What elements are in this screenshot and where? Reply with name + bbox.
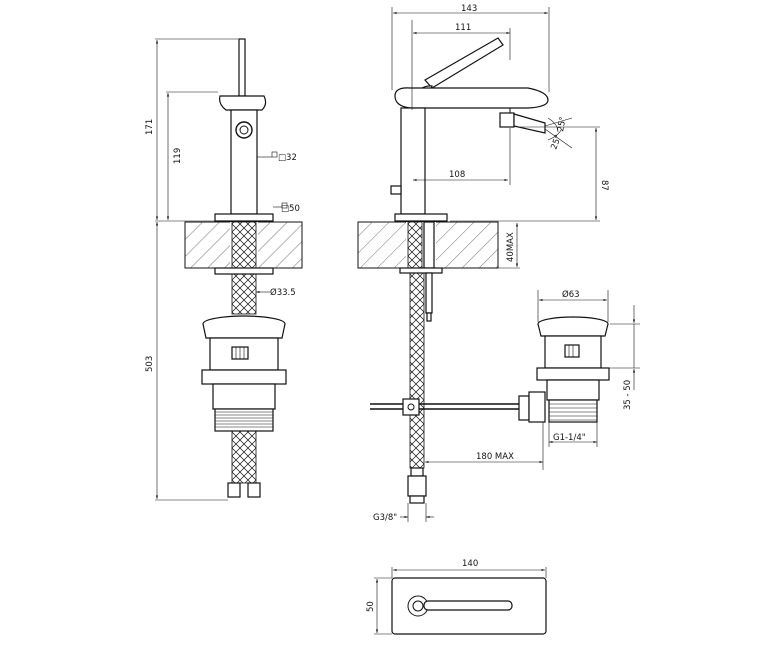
dim-overall-height: 503 — [145, 356, 155, 372]
dim-angle-a: 25° — [556, 116, 568, 133]
front-lever — [238, 38, 246, 97]
side-lever — [424, 37, 504, 89]
waste-view: Ø63 35 - 50 G1-1/4" — [536, 289, 640, 447]
front-nut-right — [247, 482, 261, 498]
dim-square-50: □50 — [281, 204, 300, 214]
side-nozzle — [499, 112, 515, 128]
dim-waste-diameter: Ø63 — [562, 289, 580, 300]
side-body — [400, 107, 426, 215]
dim-deck-40max: 40MAX — [506, 232, 516, 262]
front-body — [230, 109, 258, 215]
top-view: 140 50 — [366, 559, 547, 635]
dim-total-height: 171 — [145, 119, 155, 135]
side-spout — [394, 87, 549, 109]
dim-body-height: 119 — [173, 148, 183, 164]
dim-inlet-g3-8: G3/8" — [373, 513, 397, 523]
front-hose-upper — [231, 273, 257, 315]
front-view: 171 503 119 □32 □50 Ø33.5 — [145, 38, 303, 501]
dim-width-143: 143 — [461, 4, 477, 14]
front-nut-left — [227, 482, 241, 498]
side-inlet-nut — [407, 475, 427, 497]
front-base — [214, 213, 274, 222]
front-outlet-ring — [235, 121, 253, 139]
waste-thread — [548, 399, 598, 423]
front-handle-head — [219, 95, 267, 111]
dim-spout-111: 111 — [455, 23, 471, 33]
dim-waste-height: 35 - 50 — [623, 380, 633, 410]
dim-square-32: □32 — [278, 153, 297, 163]
dim-top-length: 140 — [462, 559, 478, 569]
side-base — [394, 213, 448, 222]
dim-top-depth: 50 — [366, 601, 376, 612]
side-hose — [409, 272, 425, 469]
dim-spout-height-87: 87 — [599, 180, 609, 191]
dim-reach-108: 108 — [449, 170, 465, 180]
dim-diameter-33-5: Ø33.5 — [270, 287, 296, 298]
side-view: 143 111 108 87 25° 25° 40MAX 180 MAX G3/… — [357, 4, 609, 523]
front-hose-lower — [231, 430, 257, 484]
dim-waste-thread: G1-1/4" — [553, 433, 586, 443]
dim-angle-b: 25° — [549, 133, 564, 151]
side-popup-knob — [390, 185, 402, 195]
dim-rod-180max: 180 MAX — [476, 452, 514, 462]
top-lever — [423, 600, 513, 611]
